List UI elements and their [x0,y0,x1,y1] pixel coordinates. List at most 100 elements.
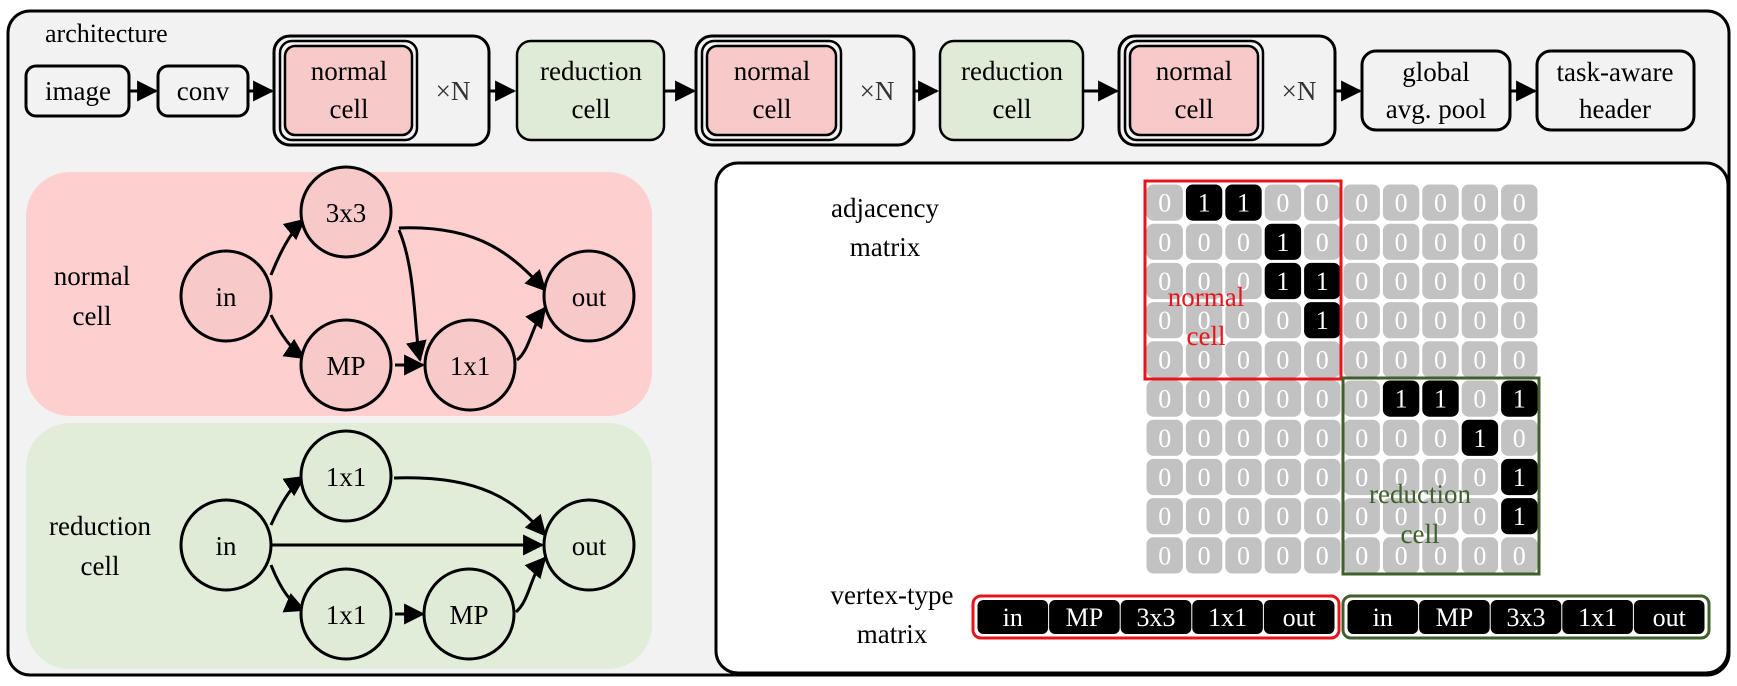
adjacency-cell: 0 [1146,380,1183,417]
adjacency-cell: 0 [1185,341,1223,378]
svg-text:0: 0 [1316,424,1329,453]
adjacency-cell: 0 [1422,223,1459,260]
architecture-title: architecture [45,19,168,48]
svg-text:0: 0 [1276,345,1289,374]
svg-text:3x3: 3x3 [1137,603,1176,632]
svg-text:MP: MP [449,600,488,630]
svg-text:0: 0 [1276,502,1289,531]
adjacency-cell: 0 [1304,184,1341,221]
adjacency-cell: 0 [1146,498,1183,535]
vertex-label-line2: matrix [857,619,928,649]
arch-normal-group-1: normal cell ×N [272,34,491,147]
adjacency-cell: 0 [1185,498,1223,535]
adjacency-cell: 0 [1343,419,1380,456]
adjacency-cell: 0 [1185,262,1223,300]
svg-text:0: 0 [1395,306,1408,335]
adjacency-cell: 0 [1264,380,1302,417]
vertex-type-cell: out [1263,600,1335,634]
svg-text:0: 0 [1276,385,1289,414]
adjacency-cell: 0 [1382,537,1420,574]
adjacency-cell: 0 [1146,184,1183,221]
svg-text:normal: normal [54,261,130,291]
svg-text:MP: MP [1436,603,1474,632]
svg-text:0: 0 [1316,463,1329,492]
svg-text:0: 0 [1158,385,1171,414]
svg-text:0: 0 [1473,189,1486,218]
adjacency-cell: 0 [1422,302,1459,339]
svg-text:header: header [1579,94,1651,124]
reduction-node-out: out [542,498,636,592]
adjacency-cell: 0 [1382,302,1420,339]
svg-text:0: 0 [1355,463,1368,492]
adjacency-cell: 0 [1146,458,1183,496]
adjacency-cell: 0 [1382,498,1420,535]
adjacency-cell: 0 [1304,458,1341,496]
svg-text:in: in [215,282,237,312]
svg-text:0: 0 [1434,541,1447,570]
adjacency-cell: 0 [1461,498,1499,535]
svg-text:0: 0 [1198,385,1211,414]
adjacency-cell: 0 [1501,537,1538,574]
adjacency-cell: 0 [1422,184,1459,221]
svg-text:0: 0 [1434,463,1447,492]
adjacency-cell: 0 [1225,458,1262,496]
svg-text:0: 0 [1198,267,1211,296]
vertex-type-cell: out [1633,600,1705,634]
adjacency-cell: 0 [1304,223,1341,260]
svg-text:0: 0 [1355,306,1368,335]
adjacency-cell: 0 [1382,223,1420,260]
svg-text:0: 0 [1473,385,1486,414]
svg-text:cell: cell [81,551,120,581]
svg-text:0: 0 [1434,228,1447,257]
adjacency-cell: 0 [1304,419,1341,456]
adjacency-cell: 0 [1185,537,1223,574]
adjacency-cell: 0 [1461,537,1499,574]
adjacency-cell: 0 [1422,341,1459,378]
svg-text:0: 0 [1276,306,1289,335]
svg-text:reduction: reduction [961,56,1063,86]
adjacency-cell: 1 [1461,419,1499,456]
svg-text:1: 1 [1513,385,1526,414]
adjacency-cell: 0 [1225,262,1262,300]
svg-text:0: 0 [1276,189,1289,218]
adjacency-cell: 0 [1501,419,1538,456]
svg-text:0: 0 [1316,541,1329,570]
svg-text:out: out [1653,603,1687,632]
svg-text:0: 0 [1237,502,1250,531]
adjacency-label-line1: adjacency [831,193,939,223]
svg-text:0: 0 [1198,463,1211,492]
adjacency-cell: 0 [1264,302,1302,339]
arch-image-box: image [24,64,131,118]
svg-text:×N: ×N [436,76,471,106]
svg-text:0: 0 [1316,345,1329,374]
svg-text:1: 1 [1237,189,1250,218]
normal-node-in: in [179,249,273,343]
svg-text:0: 0 [1237,385,1250,414]
arch-reduction-cell-2: reduction cell [938,39,1085,142]
svg-text:0: 0 [1237,541,1250,570]
svg-text:MP: MP [1066,603,1104,632]
svg-text:0: 0 [1316,502,1329,531]
svg-text:0: 0 [1158,541,1171,570]
normal-node-out: out [542,249,636,343]
svg-text:0: 0 [1237,463,1250,492]
svg-text:0: 0 [1355,228,1368,257]
svg-text:0: 0 [1434,267,1447,296]
svg-text:0: 0 [1355,424,1368,453]
adjacency-cell: 0 [1343,458,1380,496]
svg-text:1: 1 [1276,267,1289,296]
adjacency-cell: 0 [1501,184,1538,221]
svg-text:0: 0 [1473,541,1486,570]
vertex-type-cell: in [977,600,1049,634]
reduction-submatrix-outline [1341,376,1541,576]
svg-text:normal: normal [734,56,810,86]
svg-text:0: 0 [1395,345,1408,374]
svg-text:0: 0 [1395,463,1408,492]
svg-text:0: 0 [1237,424,1250,453]
adjacency-cell: 0 [1422,419,1459,456]
svg-text:0: 0 [1198,424,1211,453]
adjacency-cell: 0 [1343,184,1380,221]
svg-text:0: 0 [1434,502,1447,531]
